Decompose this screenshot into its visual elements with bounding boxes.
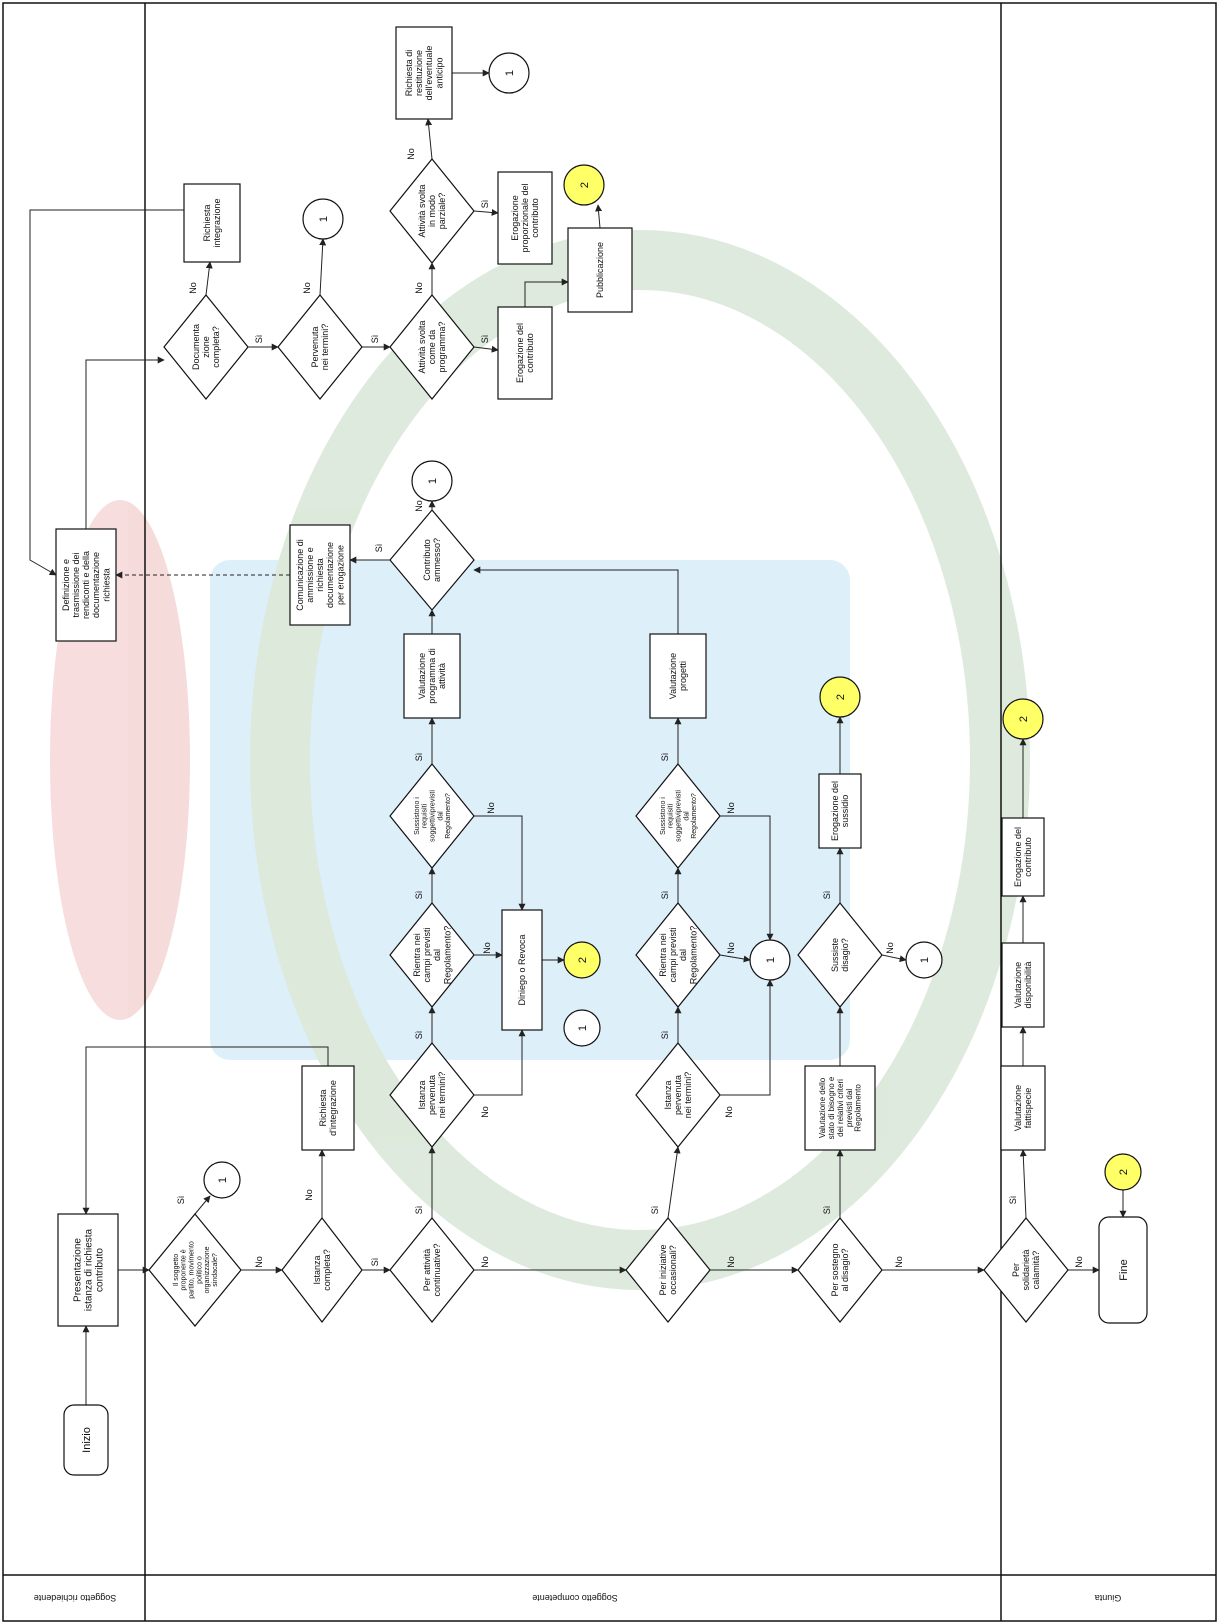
- label-no-termini2: No: [724, 1106, 734, 1118]
- label-si-solidarieta: Sì: [1008, 1196, 1018, 1205]
- label-no-termini1: No: [480, 1106, 490, 1118]
- label-si-termini1: Sì: [414, 1031, 424, 1040]
- label-no-rientra2: No: [726, 942, 736, 954]
- label-si-termini2: Sì: [660, 1031, 670, 1040]
- node-sostegno-disagio-text: Per sostegnoal disagio?: [830, 1243, 850, 1296]
- edge-occasionali-si: [668, 1147, 678, 1218]
- lane-label-soggetto-richiedente-text: Soggetto richiedente: [34, 1593, 117, 1603]
- node-sussistono-2-text: Sussistono irequisitisoggettiviprevistid…: [660, 790, 698, 842]
- connector-two-d-text: 2: [579, 182, 591, 188]
- edge-partito-si: [195, 1196, 210, 1214]
- node-sussistono-1-text: Sussistono irequisitisoggettiviprevistid…: [414, 790, 452, 842]
- label-si-continuative: Sì: [414, 1206, 424, 1215]
- label-si-sussistono2: Sì: [660, 753, 670, 762]
- connector-two-a-text: 2: [577, 957, 589, 963]
- label-si-ammesso: Sì: [374, 544, 384, 553]
- connector-two-c-text: 2: [1018, 716, 1030, 722]
- label-si-pervenuta: Sì: [370, 335, 380, 344]
- node-pervenuta-termini-text: Pervenutanei termini?: [310, 324, 330, 371]
- edge-parziale-si: [474, 211, 498, 213]
- node-valutazione-fattispecie-text: Valutazionefattispecie: [1013, 1085, 1033, 1131]
- label-no-sussiste: No: [885, 942, 895, 954]
- label-si-rientra2: Sì: [660, 891, 670, 900]
- connector-one-a-text: 1: [217, 1177, 229, 1183]
- edge-pervenuta-no: [320, 239, 323, 295]
- label-no-sostegno: No: [894, 1256, 904, 1268]
- node-pubblicazione-text: Pubblicazione: [595, 242, 605, 298]
- node-fine-text: Fine: [1118, 1259, 1130, 1280]
- label-no-continuative: No: [480, 1256, 490, 1268]
- connector-one-g-text: 1: [504, 70, 516, 76]
- node-attivita-continuative-text: Per attivitàcontinuative?: [422, 1243, 442, 1296]
- label-no-partito: No: [254, 1256, 264, 1268]
- label-si-sussistono1: Sì: [414, 753, 424, 762]
- label-si-occasionali: Sì: [650, 1206, 660, 1215]
- connector-one-b-text: 1: [427, 478, 439, 484]
- label-no-occasionali: No: [726, 1256, 736, 1268]
- label-no-sussistono1: No: [486, 802, 496, 814]
- edge-doc-no: [206, 262, 210, 295]
- label-no-solidarieta: No: [1074, 1256, 1084, 1268]
- connector-one-d-text: 1: [765, 957, 777, 963]
- node-valutazione-stato-text: Valutazione dellostato di bisogno edei r…: [818, 1076, 863, 1139]
- label-no-rientra1: No: [482, 942, 492, 954]
- label-si-istanza: Sì: [370, 1258, 380, 1267]
- label-si-sostegno: Sì: [822, 1206, 832, 1215]
- node-contributo-ammesso-text: Contributoammesso?: [422, 538, 442, 582]
- node-diniego-text: Diniego o Revoca: [517, 934, 527, 1005]
- node-richiesta-integrazione-2-text: Richiestaintegrazione: [202, 198, 222, 247]
- edge-parziale-no: [428, 119, 432, 159]
- label-no-programma: No: [414, 282, 424, 294]
- node-sussiste-disagio-text: Sussistedisagio?: [830, 938, 850, 972]
- label-no-ammesso: No: [414, 500, 424, 512]
- node-inizio-text: Inizio: [81, 1427, 93, 1453]
- label-si-rientra1: Sì: [414, 891, 424, 900]
- node-valutazione-disponibilita-text: Valutazionedisponibilità: [1013, 961, 1033, 1008]
- edge-solidarieta-si: [1023, 1150, 1026, 1218]
- label-si-doc: Sì: [254, 335, 264, 344]
- connector-one-f-text: 1: [318, 216, 330, 222]
- label-no-pervenuta: No: [302, 282, 312, 294]
- label-si-sussiste: Sì: [822, 891, 832, 900]
- edge-pubbl-two: [598, 205, 600, 228]
- connector-two-giunta-text: 2: [1118, 1169, 1130, 1175]
- label-no-sussistono2: No: [726, 802, 736, 814]
- label-si-parziale: Sì: [480, 200, 490, 209]
- connector-one-c-text: 1: [577, 1025, 589, 1031]
- label-si-partito: Sì: [176, 1196, 186, 1205]
- edge-sussiste-no: [882, 955, 906, 960]
- label-no-doc: No: [188, 282, 198, 294]
- label-no-istanza: No: [304, 1189, 314, 1201]
- label-no-parziale: No: [406, 148, 416, 160]
- label-si-programma: Sì: [480, 335, 490, 344]
- connector-one-e-text: 1: [919, 957, 931, 963]
- lane-label-giunta-text: Giunta: [1095, 1593, 1122, 1603]
- lane-label-soggetto-competente-text: Soggetto competente: [532, 1593, 618, 1603]
- node-iniziative-occasionali-text: Per iniziativeoccasionali?: [658, 1244, 678, 1295]
- connector-two-b-text: 2: [835, 694, 847, 700]
